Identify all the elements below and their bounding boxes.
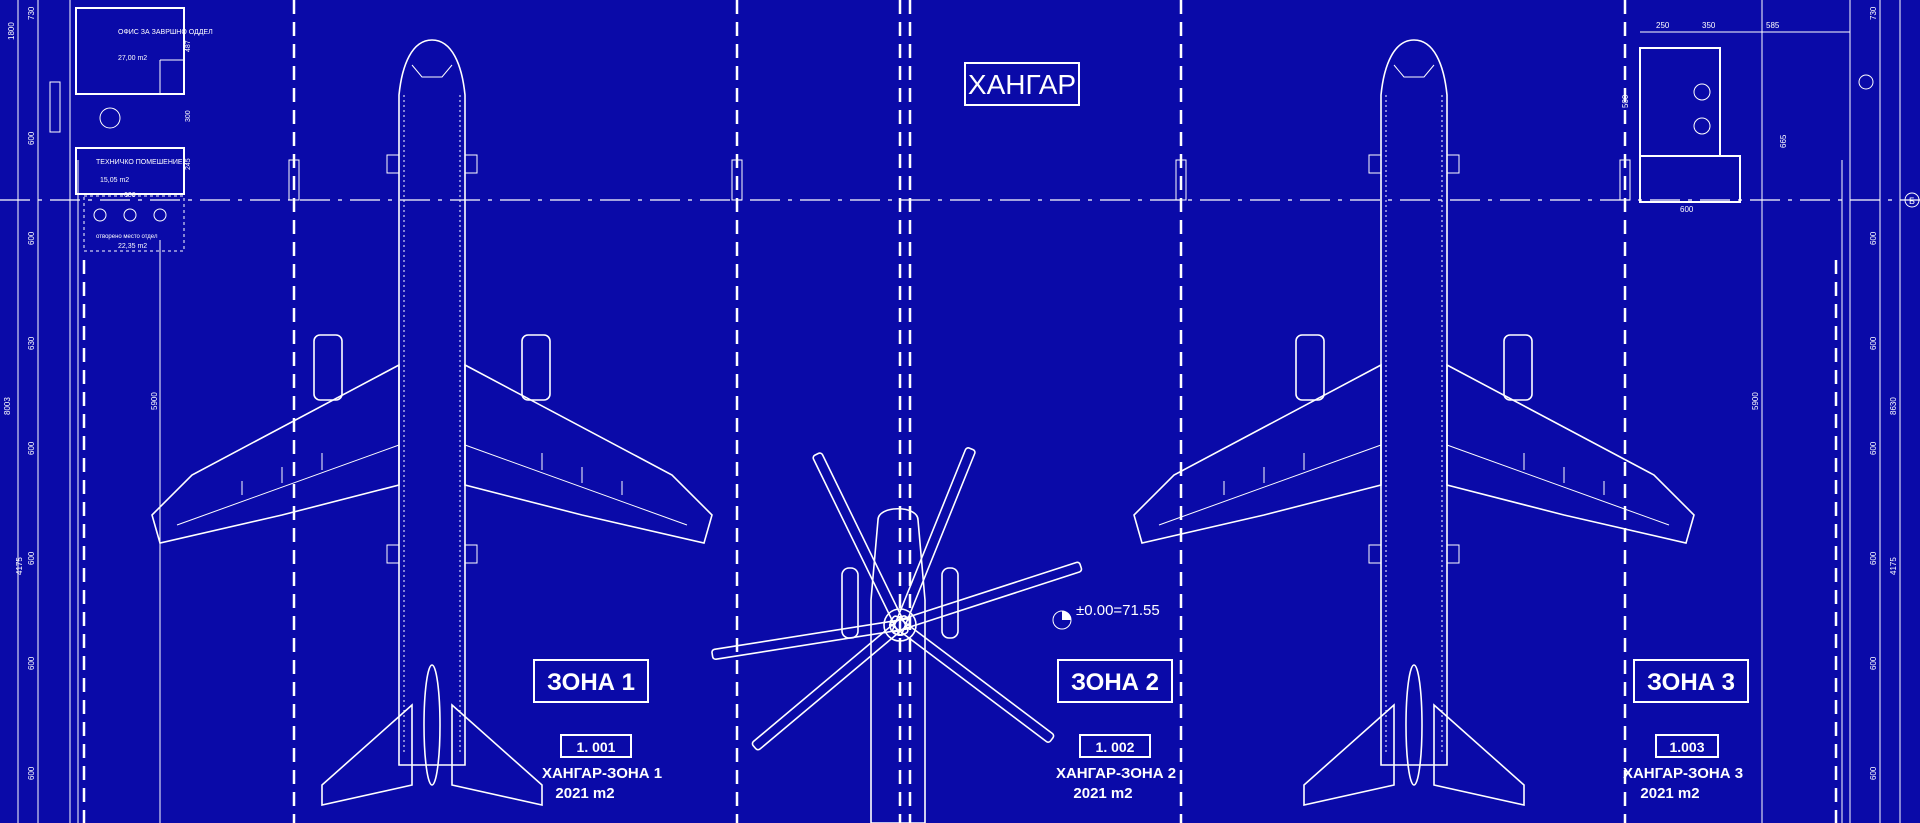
room-dim: 665: [1779, 134, 1788, 148]
zone-code: 1. 002: [1096, 739, 1135, 755]
lounge-label: отворено место отдел: [96, 234, 158, 240]
dim-label: 600: [27, 441, 36, 455]
dim-label: 600: [1869, 441, 1878, 455]
room-dim: 606: [124, 192, 136, 199]
table-icon: [93, 208, 167, 222]
dim-label: 600: [27, 131, 36, 145]
zone-area: 2021 m2: [1073, 785, 1132, 802]
inner-dim-label: 5900: [1751, 392, 1760, 410]
office-room-area: 27,00 m2: [118, 55, 147, 62]
dim-label: 8003: [3, 397, 12, 415]
zone-3: ЗОНА 3 1.003 ХАНГАР-ЗОНА 3 2021 m2: [1623, 659, 1749, 802]
zone-2: ЗОНА 2 1. 002 ХАНГАР-ЗОНА 2 2021 m2: [1056, 659, 1176, 802]
office-room-label: ОФИС ЗА ЗАВРШНО ОДДЕЛ: [118, 29, 213, 36]
hangar-title: ХАНГАР: [968, 69, 1076, 100]
zone-name: ХАНГАР-ЗОНА 3: [1623, 765, 1743, 782]
room-dim: 245: [185, 158, 192, 170]
room-dim: 350: [1702, 21, 1716, 30]
room-dim: 300: [185, 110, 192, 122]
room-dim: 500: [1621, 94, 1630, 108]
elevation-marker: ±0.00=71.55: [1052, 602, 1160, 630]
technical-room-label: ТЕХНИЧКО ПОМЕШЕНИЕ: [96, 159, 183, 166]
table-icon: [1693, 83, 1711, 135]
zone-code: 1. 001: [577, 739, 616, 755]
zone-label: ЗОНА 1: [547, 669, 635, 696]
zone-label: ЗОНА 2: [1071, 669, 1159, 696]
stair-icon: [99, 107, 121, 129]
room-dim: 600: [1680, 205, 1694, 214]
dim-label: 630: [27, 336, 36, 350]
room-dim: 487: [185, 40, 192, 52]
zone-name: ХАНГАР-ЗОНА 2: [1056, 765, 1176, 782]
dim-label: 600: [27, 231, 36, 245]
dim-label: 600: [1869, 551, 1878, 565]
room-dim: 250: [1656, 21, 1670, 30]
dim-label: 4175: [1889, 557, 1898, 575]
zone-area: 2021 m2: [1640, 785, 1699, 802]
airplane-icon: [1133, 39, 1695, 806]
axis-marker: Б: [1909, 196, 1915, 206]
helicopter-icon: [711, 447, 1083, 823]
dim-label: 600: [1869, 656, 1878, 670]
zone-1: ЗОНА 1 1. 001 ХАНГАР-ЗОНА 1 2021 m2: [533, 659, 662, 802]
dim-label: 4175: [15, 557, 24, 575]
dim-label: 600: [27, 766, 36, 780]
elevation-label: ±0.00=71.55: [1076, 602, 1160, 619]
zone-area: 2021 m2: [555, 785, 614, 802]
dim-label: 600: [1869, 336, 1878, 350]
dim-label: 600: [1869, 231, 1878, 245]
dim-label: 730: [27, 6, 36, 20]
dim-label: 600: [27, 656, 36, 670]
hangar-title-box: ХАНГАР: [964, 62, 1080, 106]
right-rooms: 250 350 585 500 665 600: [1621, 21, 1874, 214]
dim-label: 8630: [1889, 397, 1898, 415]
room-dim: 585: [1766, 21, 1780, 30]
zone-name: ХАНГАР-ЗОНА 1: [542, 765, 662, 782]
left-rooms: ОФИС ЗА ЗАВРШНО ОДДЕЛ 27,00 m2 ТЕХНИЧКО …: [49, 7, 213, 252]
left-dimension-labels: 1800 730 600 600 630 600 600 600 600 800…: [3, 6, 159, 780]
zone-code: 1.003: [1669, 739, 1704, 755]
hydrant-icon: [1858, 74, 1874, 90]
dim-label: 1800: [7, 22, 16, 40]
dim-label: 600: [27, 551, 36, 565]
dim-label: 600: [1869, 766, 1878, 780]
zone-label: ЗОНА 3: [1647, 669, 1735, 696]
inner-dim-label: 5900: [150, 392, 159, 410]
dim-label: 730: [1869, 6, 1878, 20]
right-dimension-labels: 730 600 600 600 600 600 600 8630 4175 59…: [1751, 6, 1898, 780]
lounge-area: 22,35 m2: [118, 243, 147, 250]
technical-room-area: 15,05 m2: [100, 177, 129, 184]
